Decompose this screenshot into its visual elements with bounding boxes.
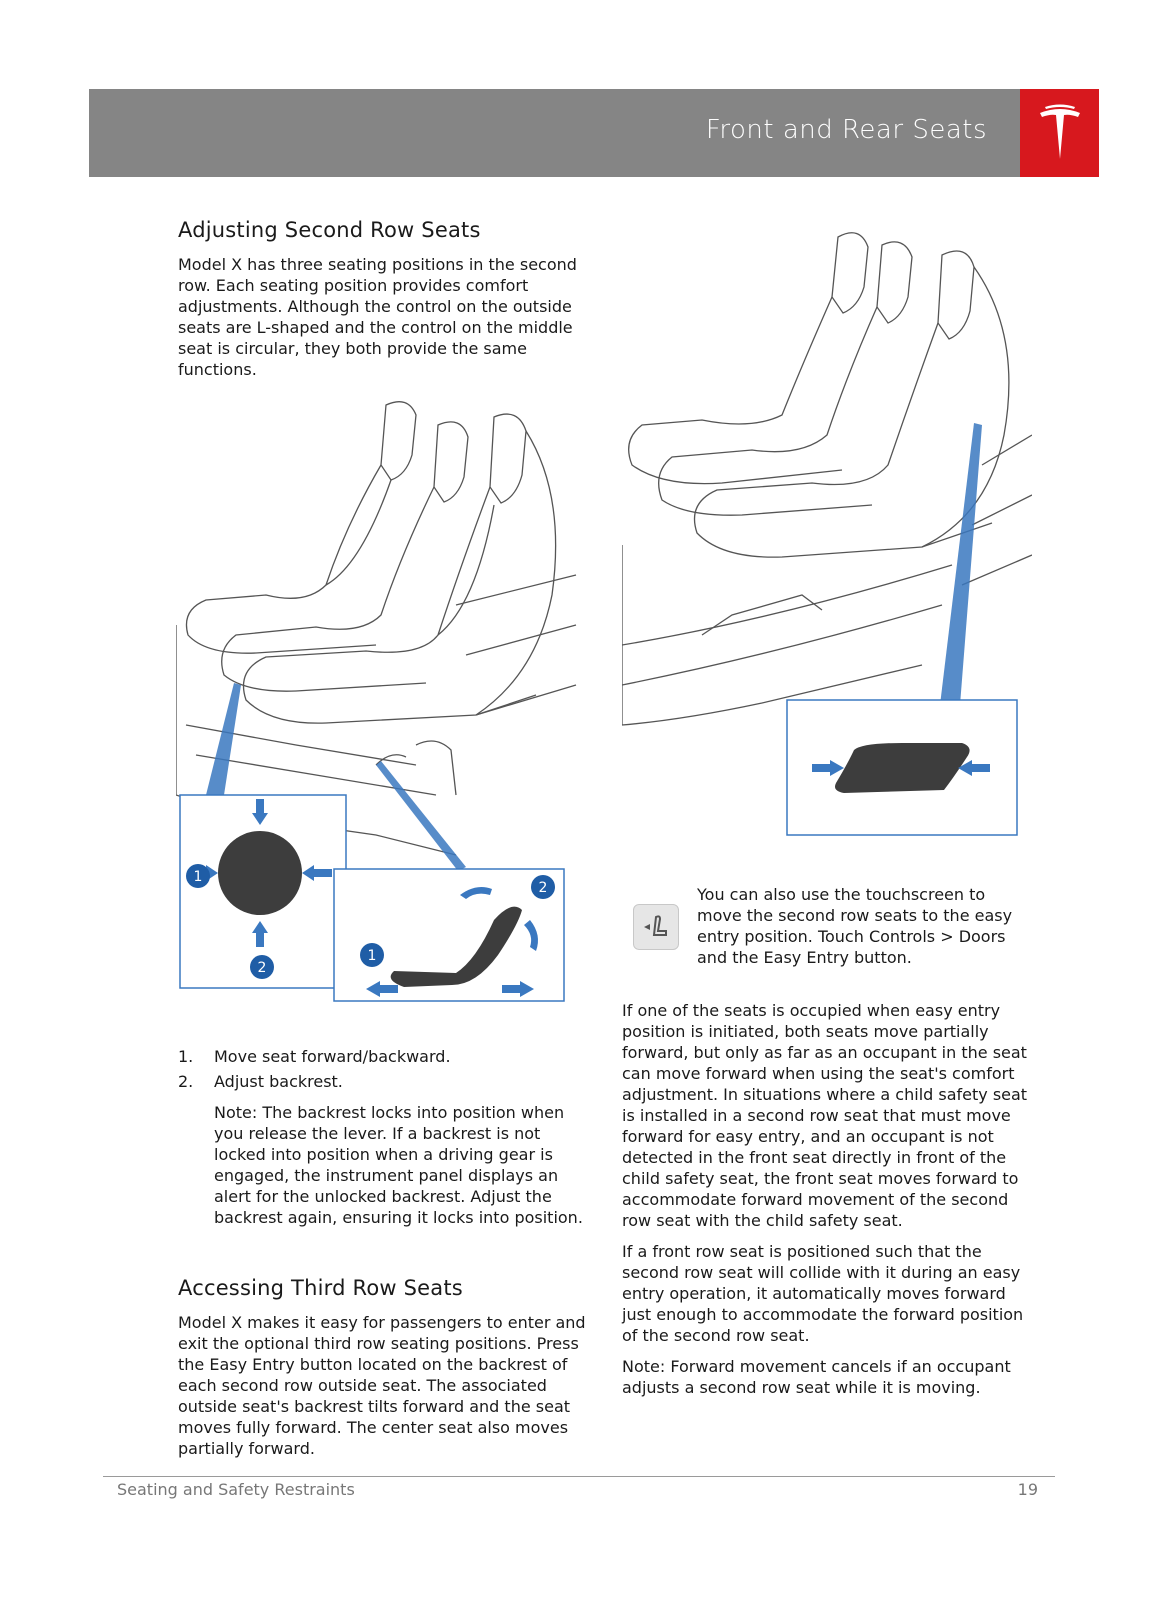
left-column: Adjusting Second Row Seats Model X has t… [178, 218, 588, 390]
callout-2b-circle [531, 875, 555, 899]
forward-movement-note: Note: Forward movement cancels if an occ… [622, 1357, 1011, 1397]
adjustment-list: 1. Move seat forward/backward. 2. Adjust… [178, 1046, 588, 1228]
touchscreen-instructions: You can also use the touchscreen to move… [697, 884, 1027, 978]
third-row-section: Accessing Third Row Seats Model X makes … [178, 1276, 588, 1469]
list-number: 2. [178, 1072, 194, 1091]
callout-1-label: 1 [194, 869, 203, 885]
second-row-seats-illustration: 1 2 1 2 [176, 401, 577, 1002]
tesla-logo-icon [1040, 104, 1080, 159]
easy-entry-seats-illustration [622, 232, 1032, 836]
list-item: 2. Adjust backrest. [178, 1071, 588, 1092]
list-text: Adjust backrest. [214, 1072, 343, 1091]
list-number: 1. [178, 1047, 194, 1066]
circular-control-knob [218, 831, 302, 915]
brand-logo [1020, 89, 1099, 177]
l-shaped-control-lever [390, 906, 522, 987]
list-item: 1. Move seat forward/backward. [178, 1046, 588, 1067]
right-column: If one of the seats is occupied when eas… [622, 1000, 1032, 1408]
section-heading-third-row: Accessing Third Row Seats [178, 1276, 463, 1300]
list-text: Move seat forward/backward. [214, 1047, 451, 1066]
page-header: Front and Rear Seats [89, 89, 1099, 177]
touchscreen-text: You can also use the touchscreen to move… [697, 885, 1013, 967]
footer-section: Seating and Safety Restraints [117, 1480, 355, 1499]
third-row-text: Model X makes it easy for passengers to … [178, 1313, 586, 1458]
section-heading-second-row: Adjusting Second Row Seats [178, 218, 481, 242]
front-row-collision-text: If a front row seat is positioned such t… [622, 1242, 1024, 1345]
backrest-note: Note: The backrest locks into position w… [214, 1103, 583, 1227]
occupied-seat-text: If one of the seats is occupied when eas… [622, 1001, 1028, 1230]
callout-1b-circle [360, 943, 384, 967]
callout-2b-label: 2 [539, 880, 548, 896]
easy-entry-button [835, 743, 970, 793]
page-title: Front and Rear Seats [705, 115, 987, 145]
callout-1b-label: 1 [368, 948, 377, 964]
callout-1-circle [186, 864, 210, 888]
page-number: 19 [1017, 1480, 1038, 1499]
second-row-intro: Model X has three seating positions in t… [178, 255, 577, 379]
easy-entry-seat-icon [633, 904, 679, 950]
callout-2-circle [250, 955, 274, 979]
footer-divider [103, 1476, 1055, 1477]
callout-2-label: 2 [258, 960, 267, 976]
